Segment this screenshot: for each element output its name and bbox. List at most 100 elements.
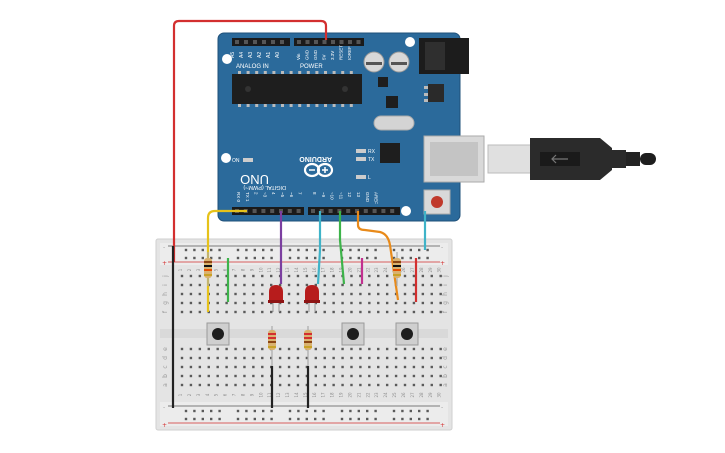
rail-hole[interactable]: [357, 409, 360, 413]
rail-hole[interactable]: [418, 248, 421, 252]
breadboard-hole[interactable]: [412, 310, 416, 314]
breadboard-hole[interactable]: [430, 310, 433, 314]
breadboard-hole[interactable]: [403, 356, 407, 360]
breadboard-hole[interactable]: [305, 365, 309, 369]
rail-hole[interactable]: [357, 248, 360, 252]
breadboard-hole[interactable]: [377, 374, 380, 378]
breadboard-hole[interactable]: [234, 310, 237, 314]
breadboard-hole[interactable]: [180, 310, 184, 314]
power-pin-socket[interactable]: [331, 40, 335, 44]
rail-hole[interactable]: [392, 256, 396, 260]
breadboard-hole[interactable]: [243, 292, 246, 296]
digital-header-low[interactable]: [232, 207, 304, 215]
breadboard-hole[interactable]: [403, 283, 407, 287]
rail-hole[interactable]: [218, 417, 221, 421]
breadboard-hole[interactable]: [350, 374, 353, 378]
rail-hole[interactable]: [218, 256, 221, 260]
breadboard-hole[interactable]: [261, 301, 264, 305]
rail-hole[interactable]: [262, 248, 265, 252]
rail-hole[interactable]: [297, 409, 300, 413]
breadboard-hole[interactable]: [198, 356, 202, 360]
rail-hole[interactable]: [288, 417, 292, 421]
breadboard-hole[interactable]: [332, 274, 335, 278]
breadboard-hole[interactable]: [189, 310, 193, 314]
breadboard-hole[interactable]: [305, 374, 309, 378]
breadboard-hole[interactable]: [216, 301, 219, 305]
digital-pin-socket[interactable]: [328, 209, 333, 213]
breadboard-hole[interactable]: [180, 356, 184, 360]
rail-hole[interactable]: [305, 417, 308, 421]
breadboard-hole[interactable]: [216, 274, 219, 278]
breadboard-hole[interactable]: [189, 301, 193, 305]
breadboard-hole[interactable]: [341, 292, 344, 296]
rail-hole[interactable]: [201, 409, 204, 413]
rail-hole[interactable]: [314, 248, 317, 252]
breadboard-hole[interactable]: [287, 310, 291, 314]
rail-hole[interactable]: [366, 417, 369, 421]
breadboard-hole[interactable]: [412, 374, 416, 378]
breadboard-hole[interactable]: [252, 301, 255, 305]
breadboard-hole[interactable]: [385, 383, 389, 387]
breadboard-hole[interactable]: [189, 374, 193, 378]
breadboard-hole[interactable]: [332, 301, 335, 305]
breadboard-hole[interactable]: [323, 310, 326, 314]
breadboard-hole[interactable]: [377, 274, 380, 278]
wire-cyan-pin9[interactable]: [316, 211, 322, 285]
breadboard-hole[interactable]: [252, 283, 255, 287]
breadboard-hole[interactable]: [296, 283, 300, 287]
breadboard-hole[interactable]: [439, 356, 442, 360]
breadboard-hole[interactable]: [180, 274, 184, 278]
rail-hole[interactable]: [340, 409, 344, 413]
breadboard-hole[interactable]: [189, 283, 193, 287]
power-pin-socket[interactable]: [322, 40, 327, 44]
breadboard-hole[interactable]: [296, 301, 300, 305]
resistor-led-2[interactable]: [304, 326, 312, 366]
breadboard-hole[interactable]: [412, 356, 416, 360]
rail-hole[interactable]: [322, 256, 325, 260]
breadboard-hole[interactable]: [287, 347, 291, 351]
breadboard-hole[interactable]: [385, 283, 389, 287]
breadboard-hole[interactable]: [430, 274, 433, 278]
breadboard-hole[interactable]: [350, 301, 353, 305]
breadboard-hole[interactable]: [439, 283, 442, 287]
breadboard-hole[interactable]: [377, 356, 380, 360]
breadboard-hole[interactable]: [350, 347, 353, 351]
breadboard-hole[interactable]: [278, 383, 282, 387]
breadboard-hole[interactable]: [252, 365, 255, 369]
breadboard-hole[interactable]: [323, 301, 326, 305]
breadboard-hole[interactable]: [359, 383, 362, 387]
rail-hole[interactable]: [340, 417, 344, 421]
rail-hole[interactable]: [409, 248, 412, 252]
breadboard-hole[interactable]: [261, 292, 264, 296]
breadboard-hole[interactable]: [234, 292, 237, 296]
digital-pin-socket[interactable]: [270, 209, 275, 213]
breadboard-hole[interactable]: [287, 301, 291, 305]
breadboard-hole[interactable]: [394, 356, 398, 360]
breadboard-hole[interactable]: [412, 292, 416, 296]
rail-hole[interactable]: [270, 256, 273, 260]
breadboard-hole[interactable]: [225, 383, 228, 387]
breadboard-hole[interactable]: [287, 283, 291, 287]
breadboard-hole[interactable]: [252, 383, 255, 387]
breadboard-hole[interactable]: [287, 292, 291, 296]
rail-hole[interactable]: [401, 248, 404, 252]
power-pin-socket[interactable]: [339, 40, 344, 44]
digital-pin-socket[interactable]: [252, 209, 257, 213]
analog-pin-socket[interactable]: [253, 40, 257, 44]
breadboard-hole[interactable]: [385, 356, 389, 360]
breadboard-hole[interactable]: [305, 356, 309, 360]
analog-pin-socket[interactable]: [271, 40, 275, 44]
breadboard-hole[interactable]: [394, 310, 398, 314]
breadboard-hole[interactable]: [180, 301, 184, 305]
breadboard-hole[interactable]: [359, 274, 362, 278]
power-pin-socket[interactable]: [348, 40, 352, 44]
breadboard-hole[interactable]: [421, 383, 425, 387]
breadboard-hole[interactable]: [234, 365, 237, 369]
rail-hole[interactable]: [245, 256, 248, 260]
rail-hole[interactable]: [184, 417, 188, 421]
breadboard-hole[interactable]: [198, 283, 202, 287]
breadboard-hole[interactable]: [225, 365, 228, 369]
breadboard-hole[interactable]: [234, 283, 237, 287]
wire-yellow-pin2[interactable]: [206, 209, 247, 312]
rail-hole[interactable]: [262, 417, 265, 421]
